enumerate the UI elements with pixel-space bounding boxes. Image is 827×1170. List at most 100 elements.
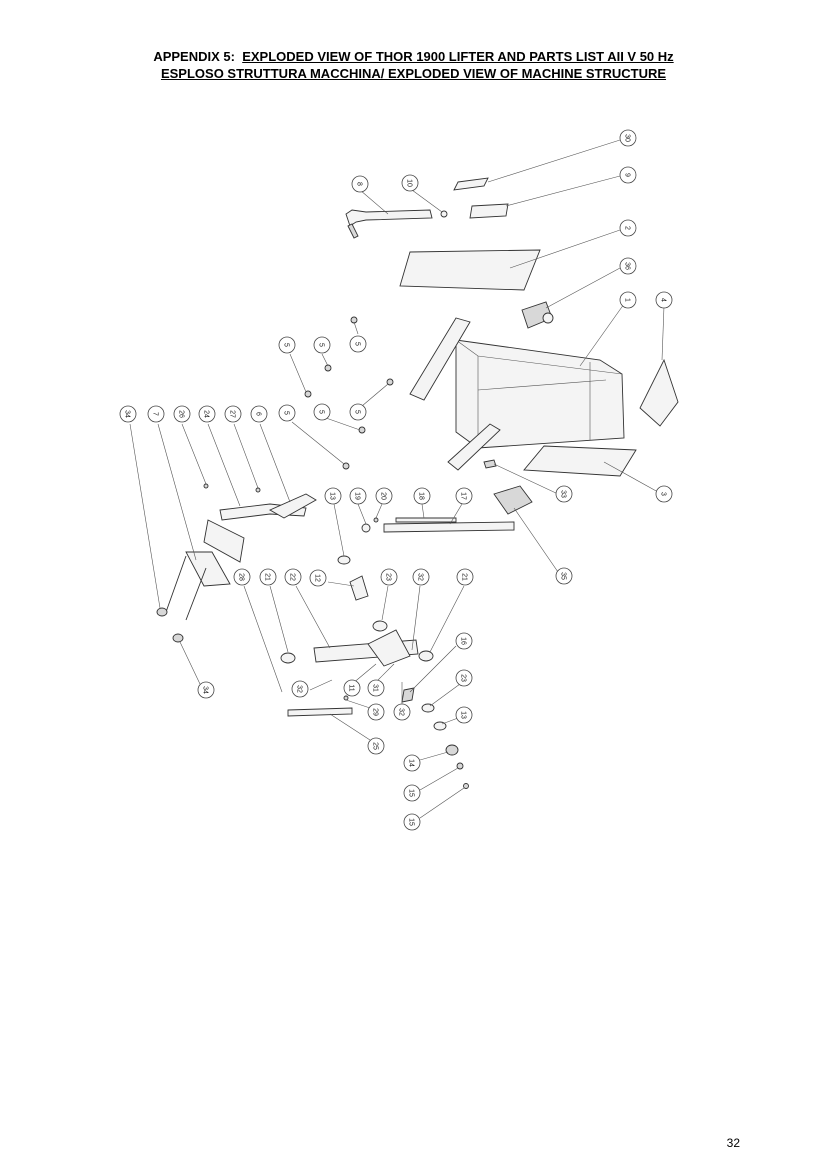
- callout-21a: 21: [259, 568, 277, 586]
- part-23-cup-b: [421, 703, 435, 713]
- leader-13b: [441, 717, 459, 725]
- svg-text:5: 5: [318, 343, 325, 347]
- leader-15b: [419, 787, 465, 819]
- leader-34b: [179, 641, 201, 685]
- svg-text:8: 8: [356, 182, 363, 186]
- part-drawings: [156, 177, 679, 789]
- svg-text:16: 16: [460, 637, 467, 645]
- part-36-shaft: [542, 312, 554, 324]
- part-9-box: [469, 203, 509, 219]
- leader-34a: [129, 423, 161, 609]
- callout-13a: 13: [324, 487, 342, 505]
- callout-10: 10: [401, 174, 419, 192]
- part-3-bottom-plate: [523, 445, 637, 477]
- svg-text:5: 5: [318, 410, 325, 414]
- leader-6: [259, 423, 291, 503]
- part-10-knob: [440, 210, 448, 218]
- part-1-frame-edge-3: [477, 379, 607, 391]
- leader-5e: [325, 417, 361, 431]
- callout-9: 9: [619, 166, 637, 184]
- leader-14: [419, 751, 449, 761]
- svg-text:14: 14: [408, 759, 415, 767]
- leader-15a: [419, 767, 459, 791]
- leader-19: [357, 503, 367, 525]
- callout-11: 11: [343, 679, 361, 697]
- part-19: [361, 523, 371, 533]
- part-5-bolt-a: [350, 316, 358, 324]
- svg-text:30: 30: [624, 134, 631, 142]
- part-6-arm-bracket: [269, 493, 317, 519]
- part-30-plate: [453, 177, 489, 191]
- svg-text:13: 13: [460, 711, 467, 719]
- leader-32b: [309, 679, 333, 691]
- callout-7: 7: [147, 405, 165, 423]
- part-11-head: [367, 629, 411, 667]
- leader-23a: [381, 585, 389, 621]
- svg-text:12: 12: [314, 574, 321, 582]
- svg-text:26: 26: [178, 410, 185, 418]
- part-21-bushing-a: [280, 652, 296, 664]
- leader-22: [295, 585, 331, 649]
- leader-10: [411, 189, 443, 213]
- svg-text:6: 6: [255, 412, 262, 416]
- leader-5d: [361, 383, 389, 407]
- svg-text:23: 23: [460, 674, 467, 682]
- leader-12: [327, 581, 355, 587]
- svg-text:21: 21: [461, 573, 468, 581]
- callout-31: 31: [367, 679, 385, 697]
- svg-text:24: 24: [203, 410, 210, 418]
- leader-16: [409, 645, 457, 693]
- leader-5a: [353, 321, 359, 335]
- part-17-rod: [383, 521, 515, 533]
- svg-text:17: 17: [460, 492, 467, 500]
- leader-36: [545, 267, 621, 309]
- part-7-frame: [185, 551, 231, 587]
- leader-33: [493, 463, 559, 495]
- svg-text:9: 9: [624, 173, 631, 177]
- part-21-bushing-b: [418, 650, 434, 662]
- leader-8: [359, 189, 389, 215]
- leader-5b: [321, 353, 329, 367]
- callout-18: 18: [413, 487, 431, 505]
- svg-text:23: 23: [385, 573, 392, 581]
- leader-30: [487, 139, 621, 183]
- heading-line-1: APPENDIX 5: EXPLODED VIEW OF THOR 1900 L…: [0, 48, 827, 65]
- part-7-leg-a: [165, 555, 187, 613]
- svg-text:20: 20: [380, 492, 387, 500]
- part-15-screw-a: [456, 762, 464, 770]
- leader-1: [579, 303, 625, 367]
- part-23-cup-a: [372, 620, 388, 632]
- part-12-sleeve: [349, 575, 369, 601]
- leader-27: [233, 423, 259, 489]
- svg-text:2: 2: [624, 226, 631, 230]
- svg-text:1: 1: [624, 298, 631, 302]
- part-16-clip: [401, 687, 415, 703]
- leader-9: [505, 175, 621, 207]
- svg-text:22: 22: [289, 573, 296, 581]
- svg-text:36: 36: [624, 262, 631, 270]
- part-27-pin: [255, 487, 261, 493]
- callout-5c: 5: [278, 336, 296, 354]
- svg-text:3: 3: [660, 492, 667, 496]
- leader-21a: [269, 585, 289, 653]
- svg-text:34: 34: [202, 686, 209, 694]
- svg-text:28: 28: [238, 573, 245, 581]
- callout-26: 26: [173, 405, 191, 423]
- leader-5f: [291, 421, 345, 465]
- leader-2: [509, 229, 621, 269]
- part-7-leg-b: [185, 567, 207, 621]
- appendix-label: APPENDIX 5:: [153, 49, 235, 64]
- leader-3: [603, 461, 659, 493]
- callout-3: 3: [655, 485, 673, 503]
- part-1-lower-leg: [447, 423, 501, 471]
- callout-5e: 5: [313, 403, 331, 421]
- leader-25: [329, 713, 371, 741]
- svg-text:5: 5: [283, 343, 290, 347]
- callout-23b: 23: [455, 669, 473, 687]
- part-5-bolt-d: [386, 378, 394, 386]
- part-7-bracket-plate: [203, 519, 245, 563]
- callout-29: 29: [367, 703, 385, 721]
- leader-31: [377, 663, 395, 681]
- leader-4: [661, 305, 665, 361]
